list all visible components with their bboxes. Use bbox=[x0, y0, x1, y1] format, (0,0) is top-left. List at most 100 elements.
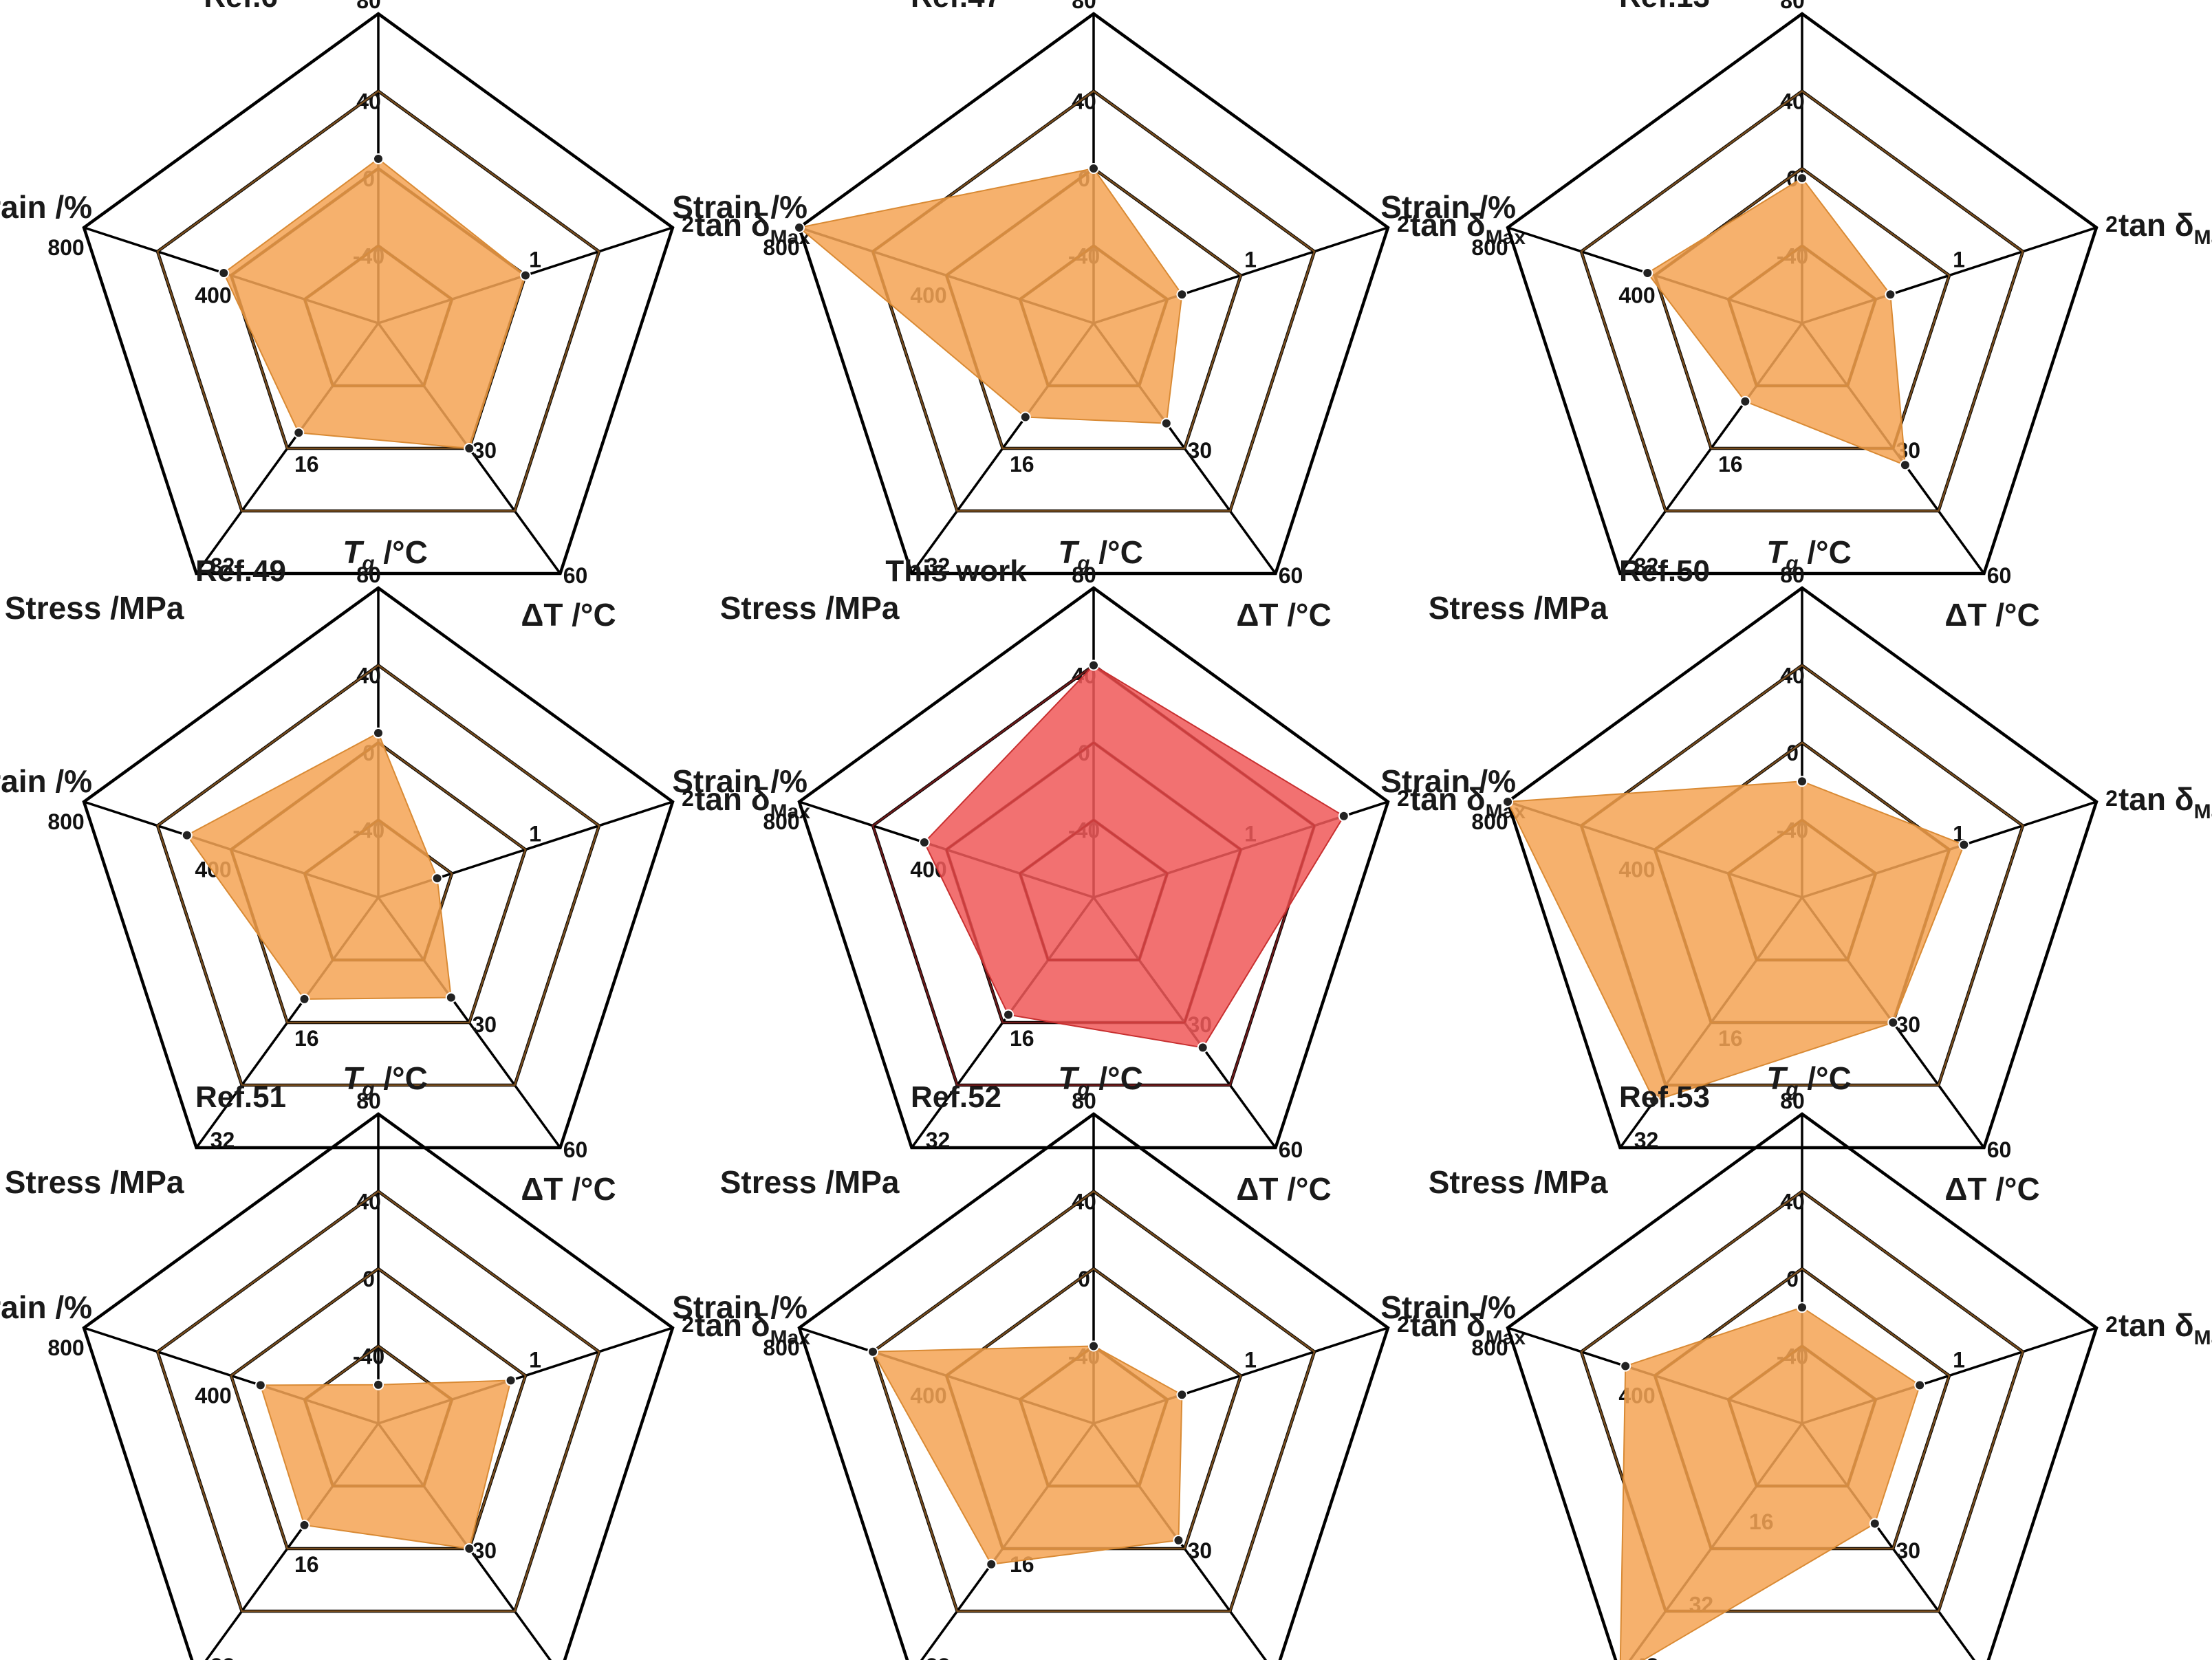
chart-title: Ref.52 bbox=[911, 1080, 1001, 1114]
chart-title: Ref.13 bbox=[1619, 0, 1710, 14]
chart-title: This work bbox=[885, 554, 1027, 588]
grid-ring-overlay bbox=[303, 818, 453, 961]
tick-label-stress: 16 bbox=[294, 1026, 319, 1051]
chart-title: Ref.47 bbox=[911, 0, 1001, 14]
data-point bbox=[1739, 395, 1751, 407]
tick-label-tan: 2 bbox=[2105, 212, 2118, 237]
tick-label-tan: 2 bbox=[2105, 1312, 2118, 1337]
tick-label-strain: 800 bbox=[763, 1335, 799, 1360]
axis-label-tg: Tg /°C bbox=[343, 0, 428, 1]
data-point bbox=[1914, 1379, 1926, 1391]
chart-title: Ref.51 bbox=[195, 1080, 286, 1114]
axis-label-tan-delta: tan δMax bbox=[2118, 1307, 2212, 1349]
axis-label-delta-t: ΔT /°C bbox=[1236, 597, 1331, 633]
grid-ring-overlay bbox=[156, 1190, 600, 1613]
grid-ring-overlay bbox=[303, 1344, 453, 1487]
data-point bbox=[1088, 1340, 1099, 1352]
tick-label-stress: 32 bbox=[210, 1128, 235, 1153]
tick-label-dt: 60 bbox=[563, 1137, 588, 1162]
grid-ring-overlay bbox=[1727, 1344, 1877, 1487]
grid-ring-overlay bbox=[871, 1190, 1316, 1613]
tick-label-strain: 400 bbox=[195, 283, 231, 307]
data-point bbox=[1176, 289, 1188, 301]
tick-label-tg: 80 bbox=[1780, 563, 1805, 587]
axis-label-delta-t: ΔT /°C bbox=[521, 1171, 616, 1207]
grid-ring bbox=[1506, 12, 2099, 576]
tick-label-stress: 32 bbox=[210, 554, 235, 578]
tick-label-tg: 80 bbox=[356, 563, 381, 587]
axis-label-delta-t: ΔT /°C bbox=[1944, 1171, 2039, 1207]
data-point bbox=[445, 992, 457, 1003]
data-point bbox=[299, 993, 310, 1005]
axis-label-stress: Stress /MPa bbox=[1429, 1164, 1608, 1200]
grid-ring-overlay bbox=[1580, 89, 2024, 512]
data-point bbox=[1885, 289, 1896, 301]
data-polygon bbox=[186, 732, 452, 1000]
data-point bbox=[181, 829, 193, 841]
data-point bbox=[867, 1346, 879, 1357]
tick-label-strain: 800 bbox=[1471, 1335, 1508, 1360]
data-point bbox=[1502, 796, 1514, 807]
data-point bbox=[1887, 1017, 1899, 1029]
tick-label-tan: 1 bbox=[529, 821, 541, 846]
grid-ring-overlay bbox=[1019, 818, 1169, 961]
data-point bbox=[1176, 1389, 1188, 1401]
data-polygon bbox=[223, 157, 527, 450]
tick-label-dt: 30 bbox=[1187, 1538, 1212, 1563]
data-point bbox=[431, 873, 443, 884]
axis-label-delta-t: ΔT /°C bbox=[521, 597, 616, 633]
tick-label-dt: 30 bbox=[472, 438, 497, 463]
tick-label-tan: 2 bbox=[1397, 212, 1409, 237]
tick-label-dt: 60 bbox=[1279, 563, 1303, 588]
tick-label-tan: 2 bbox=[1397, 786, 1409, 811]
data-point bbox=[918, 837, 930, 849]
data-point bbox=[293, 427, 305, 439]
axis-label-strain: Strain /% bbox=[0, 1289, 92, 1325]
tick-label-stress: 16 bbox=[1718, 452, 1743, 477]
axis-label-tg: Tg /°C bbox=[1766, 0, 1852, 1]
axis-label-strain: Strain /% bbox=[1380, 1289, 1516, 1325]
axis-label-tan-delta: tan δMax bbox=[1410, 1307, 1526, 1349]
data-point bbox=[1797, 776, 1808, 787]
data-point bbox=[1173, 1534, 1184, 1546]
tick-label-dt: 60 bbox=[1279, 1137, 1303, 1162]
data-polygon bbox=[797, 167, 1183, 424]
tick-label-tan: 1 bbox=[1953, 1347, 1965, 1372]
tick-label-strain: 800 bbox=[1471, 809, 1508, 834]
axis-label-strain: Strain /% bbox=[1380, 763, 1516, 799]
data-polygon bbox=[1646, 177, 1907, 466]
tick-label-tg: 80 bbox=[356, 1089, 381, 1113]
grid-ring-overlay bbox=[1727, 244, 1877, 387]
tick-label-dt: 60 bbox=[1987, 1137, 2012, 1162]
data-point bbox=[373, 727, 384, 739]
grid-ring-overlay bbox=[871, 664, 1316, 1086]
axis-label-strain: Strain /% bbox=[672, 763, 807, 799]
data-point bbox=[519, 270, 531, 281]
data-point bbox=[505, 1375, 517, 1386]
tick-label-dt: 30 bbox=[1896, 1538, 1920, 1563]
tick-label-stress: 32 bbox=[926, 1128, 951, 1153]
tick-label-strain: 800 bbox=[1471, 235, 1508, 260]
chart-title: Ref.6 bbox=[204, 0, 278, 14]
axis-label-strain: Strain /% bbox=[0, 763, 92, 799]
tick-label-tan: 2 bbox=[2105, 786, 2118, 811]
tick-label-stress: 32 bbox=[1634, 1128, 1659, 1153]
tick-label-strain: 400 bbox=[195, 1383, 231, 1408]
tick-label-stress: 16 bbox=[294, 1552, 319, 1577]
data-point bbox=[986, 1558, 997, 1570]
axis-label-stress: Stress /MPa bbox=[5, 1164, 184, 1200]
chart-title: Ref.50 bbox=[1619, 554, 1710, 588]
data-point bbox=[794, 221, 805, 233]
axis-label-tg: Tg /°C bbox=[1058, 534, 1143, 575]
tick-label-strain: 400 bbox=[1618, 283, 1655, 307]
tick-label-tg: 80 bbox=[1072, 0, 1096, 13]
tick-label-strain: 800 bbox=[47, 235, 84, 260]
tick-label-tan: 2 bbox=[682, 1312, 694, 1337]
axis-label-tg: Tg /°C bbox=[1766, 1060, 1852, 1101]
